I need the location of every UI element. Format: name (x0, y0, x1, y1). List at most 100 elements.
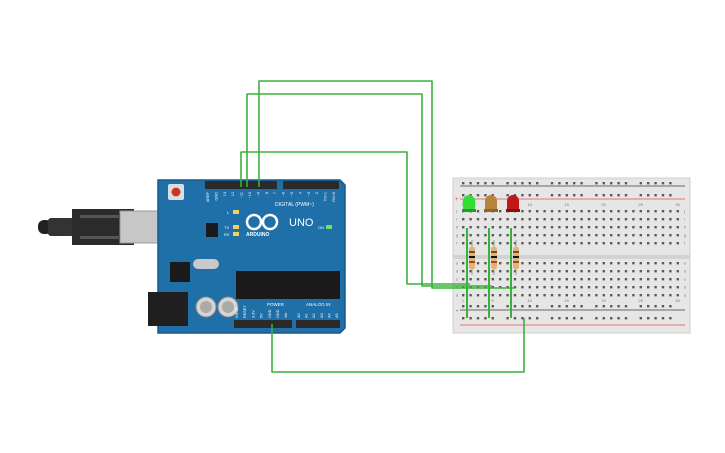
breadboard-hole[interactable] (676, 286, 679, 289)
breadboard-hole[interactable] (513, 234, 517, 237)
breadboard-hole[interactable] (558, 278, 561, 281)
breadboard-hole[interactable] (669, 182, 672, 185)
breadboard-hole[interactable] (536, 286, 539, 289)
breadboard-hole[interactable] (476, 234, 480, 237)
breadboard-hole[interactable] (617, 262, 620, 265)
breadboard-hole[interactable] (602, 286, 605, 289)
breadboard-hole[interactable] (484, 226, 487, 229)
breadboard-hole[interactable] (558, 194, 561, 197)
led-red[interactable] (506, 195, 520, 212)
breadboard-hole[interactable] (602, 234, 605, 237)
breadboard-hole[interactable] (595, 294, 598, 297)
breadboard-hole[interactable] (580, 182, 583, 185)
breadboard-hole[interactable] (676, 234, 679, 237)
breadboard-hole[interactable] (617, 234, 620, 237)
breadboard-hole[interactable] (513, 294, 517, 297)
breadboard-hole[interactable] (558, 226, 561, 229)
breadboard-hole[interactable] (558, 182, 561, 185)
breadboard-hole[interactable] (617, 242, 620, 245)
breadboard-hole[interactable] (565, 286, 568, 289)
breadboard-hole[interactable] (469, 194, 472, 197)
breadboard-hole[interactable] (521, 234, 524, 237)
breadboard-hole[interactable] (617, 317, 620, 320)
breadboard-hole[interactable] (580, 270, 583, 273)
breadboard-hole[interactable] (565, 234, 568, 237)
breadboard-hole[interactable] (565, 270, 568, 273)
breadboard-hole[interactable] (528, 278, 531, 281)
breadboard-hole[interactable] (610, 182, 613, 185)
breadboard-hole[interactable] (521, 182, 524, 185)
breadboard-hole[interactable] (521, 226, 524, 229)
breadboard-hole[interactable] (484, 262, 487, 265)
breadboard-hole[interactable] (476, 226, 480, 229)
breadboard-hole[interactable] (499, 242, 502, 245)
breadboard-hole[interactable] (669, 305, 672, 308)
breadboard-hole[interactable] (558, 286, 561, 289)
breadboard-hole[interactable] (587, 262, 591, 265)
breadboard-hole[interactable] (573, 305, 576, 308)
breadboard-hole[interactable] (491, 242, 494, 245)
breadboard-hole[interactable] (491, 218, 494, 221)
breadboard-hole[interactable] (513, 226, 517, 229)
breadboard-hole[interactable] (476, 194, 480, 197)
breadboard-hole[interactable] (632, 262, 635, 265)
breadboard-hole[interactable] (506, 226, 509, 229)
breadboard-hole[interactable] (550, 218, 554, 221)
breadboard-hole[interactable] (565, 218, 568, 221)
breadboard-hole[interactable] (595, 210, 598, 213)
breadboard-hole[interactable] (580, 242, 583, 245)
breadboard-hole[interactable] (639, 234, 642, 237)
breadboard-hole[interactable] (513, 278, 517, 281)
breadboard-hole[interactable] (595, 286, 598, 289)
breadboard-hole[interactable] (491, 270, 494, 273)
breadboard-hole[interactable] (676, 242, 679, 245)
breadboard-hole[interactable] (632, 226, 635, 229)
breadboard-hole[interactable] (639, 182, 642, 185)
breadboard-hole[interactable] (462, 294, 465, 297)
breadboard-hole[interactable] (536, 182, 539, 185)
breadboard-hole[interactable] (647, 226, 650, 229)
breadboard-hole[interactable] (543, 210, 546, 213)
breadboard-hole[interactable] (506, 218, 509, 221)
breadboard-hole[interactable] (617, 210, 620, 213)
breadboard-hole[interactable] (462, 226, 465, 229)
breadboard-hole[interactable] (661, 270, 665, 273)
breadboard-hole[interactable] (469, 294, 472, 297)
breadboard-hole[interactable] (624, 294, 628, 297)
breadboard-hole[interactable] (595, 218, 598, 221)
breadboard-hole[interactable] (647, 286, 650, 289)
breadboard-hole[interactable] (506, 234, 509, 237)
breadboard-hole[interactable] (632, 294, 635, 297)
breadboard-hole[interactable] (669, 278, 672, 281)
breadboard-hole[interactable] (624, 194, 628, 197)
breadboard-hole[interactable] (610, 270, 613, 273)
breadboard-hole[interactable] (573, 182, 576, 185)
breadboard-hole[interactable] (469, 234, 472, 237)
breadboard-hole[interactable] (669, 294, 672, 297)
breadboard-hole[interactable] (469, 305, 472, 308)
breadboard-hole[interactable] (624, 317, 628, 320)
breadboard-hole[interactable] (610, 194, 613, 197)
breadboard-hole[interactable] (610, 226, 613, 229)
breadboard-hole[interactable] (610, 210, 613, 213)
breadboard-hole[interactable] (462, 182, 465, 185)
breadboard-hole[interactable] (632, 278, 635, 281)
breadboard-hole[interactable] (669, 242, 672, 245)
breadboard-hole[interactable] (550, 286, 554, 289)
breadboard-hole[interactable] (491, 234, 494, 237)
breadboard-hole[interactable] (580, 226, 583, 229)
breadboard-hole[interactable] (595, 317, 598, 320)
breadboard-hole[interactable] (639, 210, 642, 213)
breadboard-hole[interactable] (654, 278, 657, 281)
breadboard-hole[interactable] (587, 218, 591, 221)
breadboard-hole[interactable] (558, 305, 561, 308)
breadboard-hole[interactable] (647, 218, 650, 221)
breadboard-hole[interactable] (528, 317, 531, 320)
breadboard-hole[interactable] (513, 242, 517, 245)
breadboard-hole[interactable] (528, 286, 531, 289)
breadboard-hole[interactable] (661, 262, 665, 265)
breadboard-hole[interactable] (587, 286, 591, 289)
breadboard-hole[interactable] (506, 182, 509, 185)
breadboard-hole[interactable] (565, 226, 568, 229)
breadboard-hole[interactable] (558, 242, 561, 245)
